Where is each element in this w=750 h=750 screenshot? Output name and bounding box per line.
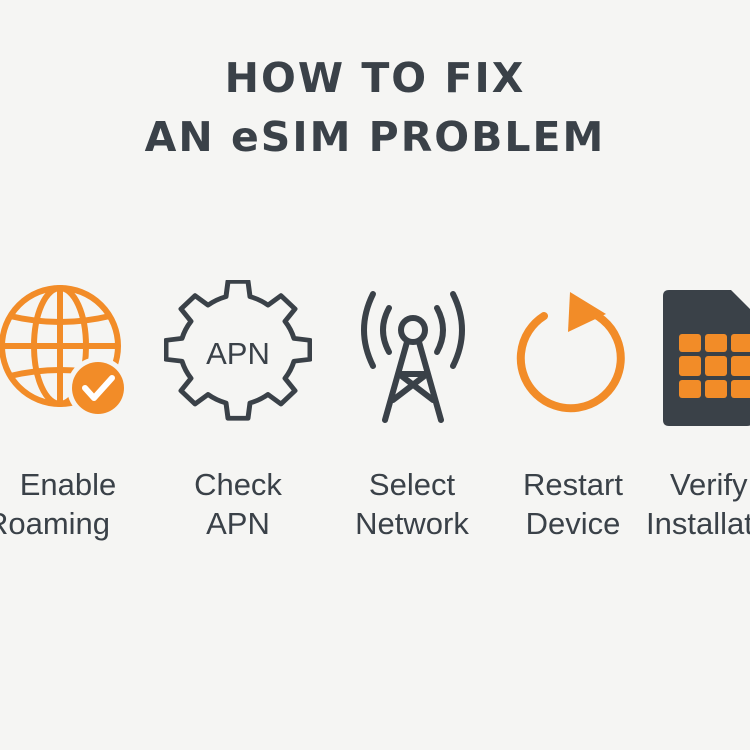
step-label-enable-roaming: Enable Roaming	[0, 465, 138, 543]
step-label-restart-device: Restart Device	[498, 465, 648, 543]
globe-check-icon	[0, 285, 129, 419]
step-label-line-1: Select	[368, 467, 456, 502]
gear-apn-text: APN	[206, 336, 270, 371]
step-label-line-2: Network	[355, 506, 469, 541]
antenna-tower-icon	[361, 291, 465, 423]
gear-apn-icon: APN	[164, 280, 312, 421]
page-title-line-2: AN eSIM PROBLEM	[144, 113, 606, 161]
step-label-line-2: APN	[206, 506, 270, 541]
step-label-line-1: Check	[194, 467, 282, 502]
step-label-verify-installation: Verify Installation	[646, 465, 750, 543]
page-title-line-1: HOW TO FIX	[224, 54, 526, 102]
sim-card-icon	[663, 290, 750, 426]
step-label-line-1: Enable	[19, 467, 117, 502]
step-label-line-2: Roaming	[0, 506, 111, 541]
step-label-select-network: Select Network	[337, 465, 487, 543]
step-label-line-1: Restart	[523, 467, 623, 502]
step-label-check-apn: Check APN	[168, 465, 308, 543]
step-label-line-1: Verify	[670, 467, 748, 502]
restart-arrow-icon	[516, 292, 625, 413]
step-label-line-2: Installation	[646, 506, 750, 541]
step-label-line-2: Device	[525, 506, 621, 541]
